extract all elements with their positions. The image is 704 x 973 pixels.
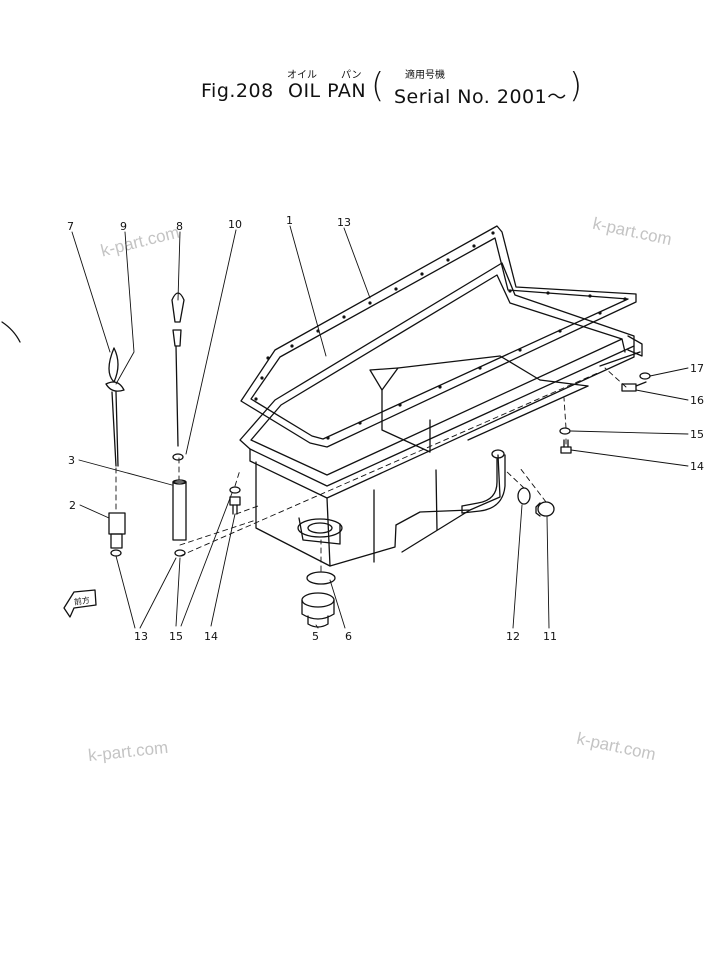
callout-14: 14 xyxy=(204,630,218,643)
pan-gasket xyxy=(240,225,637,448)
title-kana-oil: オイル xyxy=(287,70,317,81)
callout-7: 7 xyxy=(67,220,74,233)
front-direction-arrow xyxy=(63,589,97,618)
assembly-lines xyxy=(115,367,627,572)
adapter xyxy=(108,512,126,549)
callout-15: 15 xyxy=(169,630,183,643)
serial-range: Serial No. 2001～ xyxy=(394,86,567,108)
washer-10 xyxy=(172,453,184,461)
dipstick-left xyxy=(105,347,125,467)
title-paren-open: ( xyxy=(371,66,385,106)
drain-pipe xyxy=(461,449,506,514)
callout-14: 14 xyxy=(690,460,704,473)
bolt-14-mid xyxy=(229,496,241,515)
washer-15-left xyxy=(174,549,186,557)
front-marker-label: 前方 xyxy=(73,595,90,607)
gasket-12 xyxy=(517,487,531,505)
callout-1: 1 xyxy=(286,214,293,227)
callout-numbers: 7 9 8 10 1 13 3 2 13 15 14 5 6 12 11 17 … xyxy=(67,214,704,643)
callout-12: 12 xyxy=(506,630,520,643)
callout-17: 17 xyxy=(690,362,704,375)
bolt-14-right xyxy=(560,439,572,454)
gasket-bolt-holes xyxy=(254,231,627,440)
washer-17 xyxy=(639,372,651,380)
callout-13: 13 xyxy=(337,216,351,229)
side-bracket xyxy=(599,335,643,367)
callout-8: 8 xyxy=(176,220,183,233)
title-paren-close: ) xyxy=(569,66,583,106)
plug-11 xyxy=(535,501,555,517)
figure-title: OIL PAN xyxy=(288,80,367,102)
title-kana-pan: パン xyxy=(341,70,362,81)
washer-14-left xyxy=(110,549,122,557)
bolt-16 xyxy=(621,381,647,392)
callout-10: 10 xyxy=(228,218,242,231)
callout-11: 11 xyxy=(543,630,557,643)
callout-3: 3 xyxy=(68,454,75,467)
callout-2: 2 xyxy=(69,499,76,512)
callout-14: 13 xyxy=(134,630,148,643)
callout-9: 9 xyxy=(120,220,127,233)
leader-lines xyxy=(71,225,689,629)
washer-14-mid xyxy=(229,486,241,494)
scan-edge-mark xyxy=(1,321,21,343)
washer-15-right xyxy=(559,427,571,435)
callout-15: 15 xyxy=(690,428,704,441)
drain-plug-5 xyxy=(301,592,335,628)
title-kana-applicability: 適用号機 xyxy=(405,70,445,81)
callout-16: 16 xyxy=(690,394,704,407)
callout-6: 6 xyxy=(345,630,352,643)
figure-number: Fig.208 xyxy=(201,80,274,102)
drain-gasket-6 xyxy=(306,571,336,585)
callout-5: 5 xyxy=(312,630,319,643)
guide-tube xyxy=(172,479,187,541)
oil-pan-body xyxy=(239,262,635,567)
dipstick-gauge xyxy=(171,292,185,447)
